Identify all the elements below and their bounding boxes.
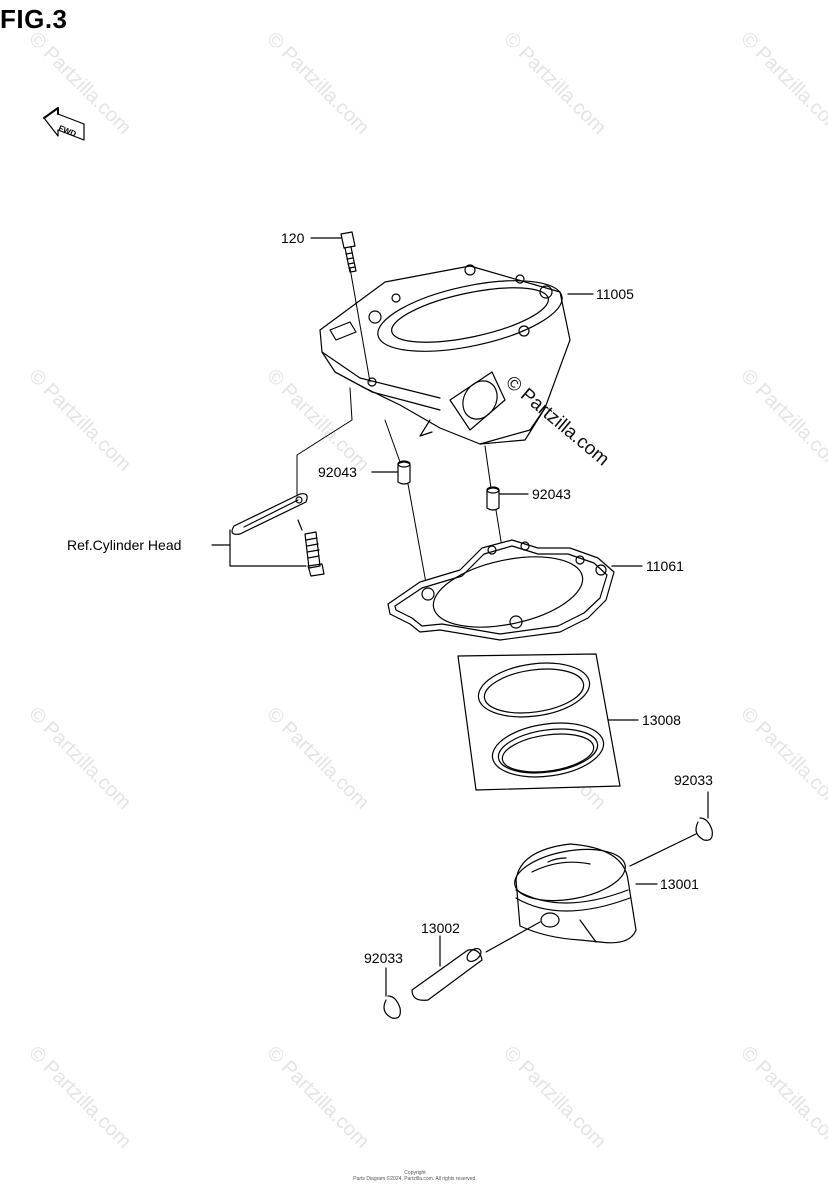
dowel-pin-92043-left [371,460,411,485]
footer-line-2: Parts Diagram ©2024, Partzilla.com. All … [353,1176,477,1182]
callout-ref-cylinder-head: Ref.Cylinder Head [67,537,182,553]
circlip-92033-right [629,791,713,867]
figure-title: FIG.3 [0,4,68,34]
callout-92043-left: 92043 [318,464,357,480]
callout-13002: 13002 [421,920,460,936]
callout-92033-left: 92033 [364,950,403,966]
fwd-arrow-icon: FWD [43,107,85,141]
callout-11005: 11005 [596,286,634,302]
copyright-footer: Copyright Parts Diagram ©2024, Partzilla… [340,1170,490,1182]
callout-11061: 11061 [646,558,684,574]
piston-pin-13002 [411,921,541,1001]
piston-13001 [514,843,658,944]
cylinder-head-reference [211,493,325,577]
callout-13001: 13001 [660,876,699,892]
bolt-120 [310,231,357,273]
dowel-pin-92043-right [486,486,529,511]
circlip-92033-left [383,967,401,1019]
footer-line-1: Copyright [404,1170,426,1176]
cylinder-11005 [319,264,594,445]
callout-120: 120 [281,230,305,246]
callout-92043-right: 92043 [532,486,571,502]
piston-ring-set-13008 [457,653,639,791]
callout-92033-right: 92033 [674,772,713,788]
gasket-11061 [387,539,643,641]
callout-13008: 13008 [642,712,681,728]
